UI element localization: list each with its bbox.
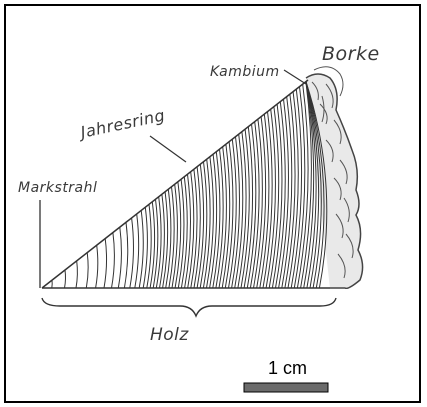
bark-region bbox=[306, 67, 363, 289]
annual-ring-line bbox=[118, 227, 121, 288]
annual-ring-line bbox=[130, 218, 134, 288]
label-kambium: Kambium bbox=[210, 64, 280, 80]
annual-ring-line bbox=[124, 222, 127, 288]
annual-ring-line bbox=[86, 253, 88, 288]
scale-bar-label: 1 cm bbox=[268, 358, 307, 378]
label-jahresring: Jahresring bbox=[76, 105, 167, 142]
jahresring-leader bbox=[150, 136, 186, 162]
annual-ring-line bbox=[65, 270, 66, 288]
annual-ring-line bbox=[104, 239, 107, 288]
annual-ring-line bbox=[112, 233, 115, 289]
annual-ring-line bbox=[143, 207, 147, 288]
annual-ring-line bbox=[139, 210, 143, 288]
scale-bar bbox=[244, 383, 328, 392]
annual-ring-line bbox=[135, 214, 139, 288]
kambium-leader bbox=[284, 70, 306, 84]
label-markstrahl: Markstrahl bbox=[18, 180, 97, 196]
holz-brace bbox=[42, 298, 336, 316]
label-holz: Holz bbox=[150, 325, 189, 345]
label-borke: Borke bbox=[322, 43, 380, 65]
annual-ring-line bbox=[96, 245, 98, 288]
annual-ring-line bbox=[76, 261, 77, 288]
